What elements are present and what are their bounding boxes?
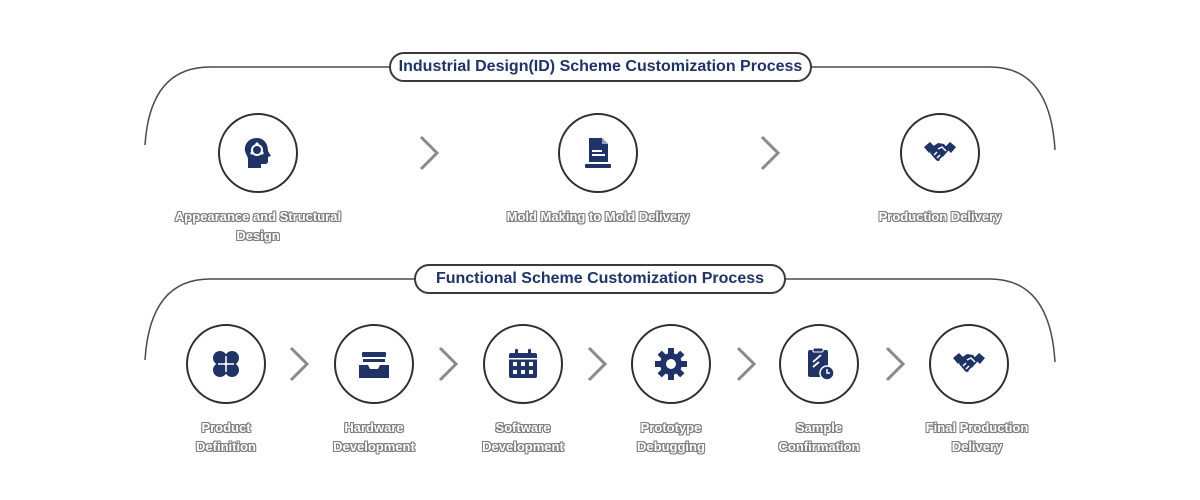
label-line: Definition — [196, 439, 256, 454]
step-appearance-structural-design — [218, 113, 298, 193]
label-line: Debugging — [637, 439, 705, 454]
clover-icon — [213, 351, 239, 377]
label-line: Mold Making to Mold Delivery — [506, 209, 690, 224]
step-final-production-delivery — [929, 324, 1009, 404]
step-mold-making — [558, 113, 638, 193]
step-label: Product Definition — [146, 418, 306, 456]
functional-bracket-left — [144, 278, 414, 361]
step-label: Prototype Debugging — [591, 418, 751, 456]
step-label: Software Development — [443, 418, 603, 456]
step-production-delivery — [900, 113, 980, 193]
step-label: Mold Making to Mold Delivery — [478, 207, 718, 226]
step-software-development — [483, 324, 563, 404]
functional-process-title: Functional Scheme Customization Process — [414, 264, 786, 294]
step-label: Final Production Delivery — [889, 418, 1065, 456]
chevron-right-icon — [587, 346, 608, 382]
step-prototype-debugging — [631, 324, 711, 404]
label-line: Design — [236, 228, 280, 243]
chevron-right-icon — [289, 346, 310, 382]
tray-box-icon — [359, 352, 389, 378]
step-product-definition — [186, 324, 266, 404]
id-process-title: Industrial Design(ID) Scheme Customizati… — [389, 52, 812, 82]
label-line: Appearance and Structural — [174, 209, 342, 224]
label-line: Development — [333, 439, 415, 454]
id-bracket-right — [812, 66, 1056, 151]
handshake-icon — [924, 142, 956, 161]
chevron-right-icon — [760, 135, 781, 171]
step-label: Sample Confirmation — [739, 418, 899, 456]
chevron-right-icon — [885, 346, 906, 382]
step-hardware-development — [334, 324, 414, 404]
clipboard-clock-icon — [808, 347, 835, 381]
head-gear-icon — [244, 138, 271, 168]
document-printer-icon — [585, 138, 611, 168]
chevron-right-icon — [438, 346, 459, 382]
label-line: Production Delivery — [878, 209, 1002, 224]
label-line: Delivery — [951, 439, 1003, 454]
label-line: Product — [201, 420, 251, 435]
step-label: Appearance and Structural Design — [158, 207, 358, 245]
chevron-right-icon — [419, 135, 440, 171]
gear-icon — [655, 348, 687, 380]
step-sample-confirmation — [779, 324, 859, 404]
label-line: Sample — [795, 420, 843, 435]
label-line: Development — [482, 439, 564, 454]
label-line: Hardware — [344, 420, 404, 435]
label-line: Final Production — [925, 420, 1029, 435]
functional-bracket-right — [786, 278, 1056, 363]
label-line: Confirmation — [778, 439, 860, 454]
step-label: Production Delivery — [840, 207, 1040, 226]
handshake-icon — [953, 353, 985, 372]
step-label: Hardware Development — [294, 418, 454, 456]
label-line: Prototype — [640, 420, 702, 435]
label-line: Software — [495, 420, 551, 435]
calendar-icon — [509, 349, 537, 378]
chevron-right-icon — [736, 346, 757, 382]
id-bracket-left — [144, 66, 389, 146]
